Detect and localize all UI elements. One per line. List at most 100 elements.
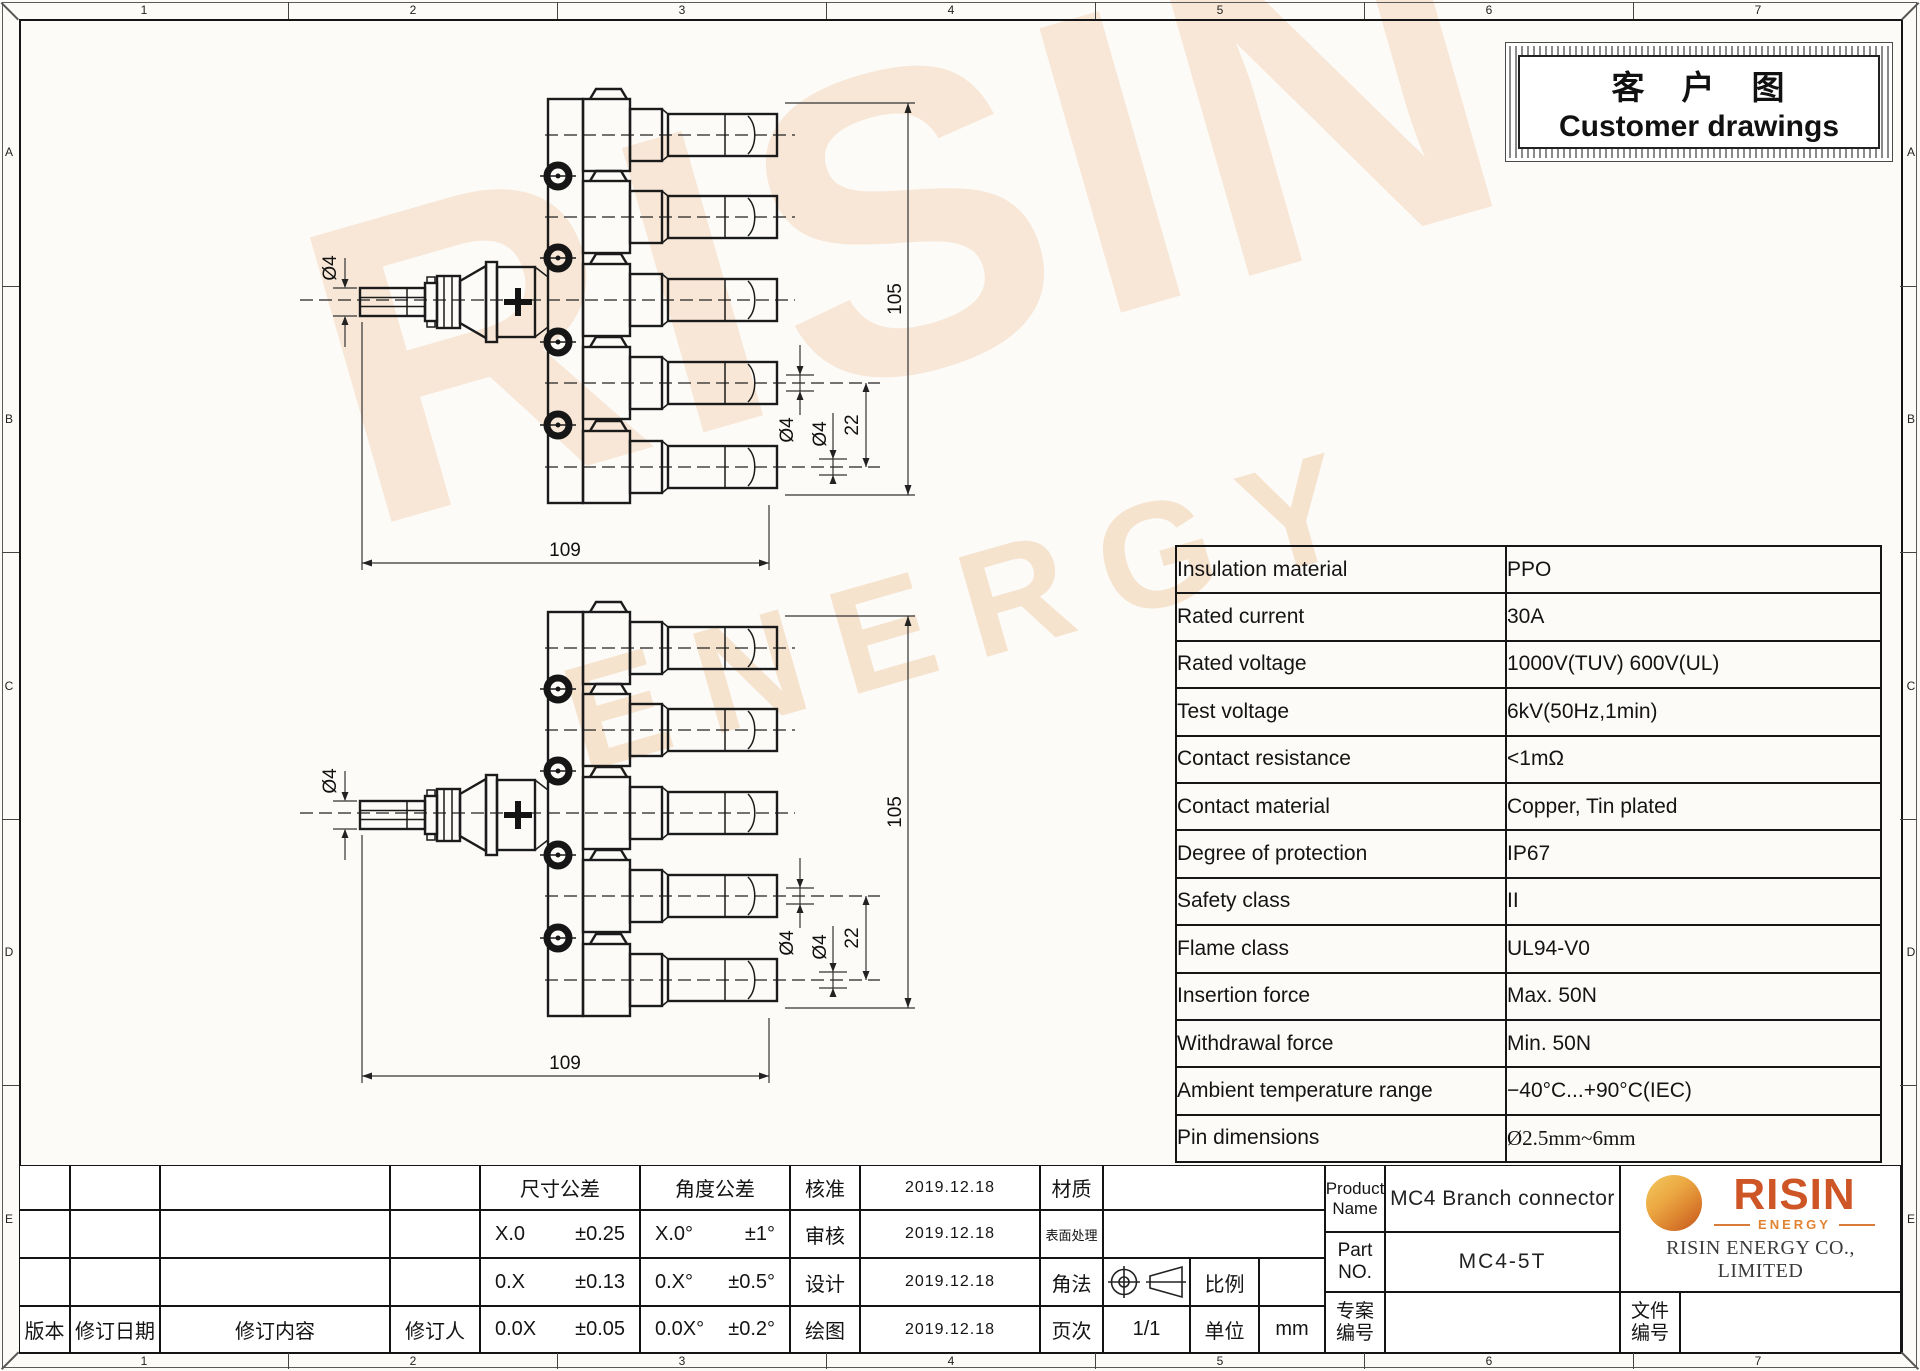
revision-cell: [70, 1210, 160, 1258]
spec-label: Rated current: [1175, 592, 1507, 642]
zone-col-label: 2: [409, 3, 417, 17]
projection-symbol: [1103, 1258, 1190, 1306]
spec-label: Pin dimensions: [1175, 1113, 1507, 1164]
approval-label: 核准: [790, 1165, 860, 1210]
zone-tick: [288, 1352, 289, 1369]
dim-tolerance-row: 0.X±0.13: [480, 1258, 640, 1306]
tol-value: ±0.5°: [728, 1270, 775, 1293]
unit-label: 单位: [1190, 1306, 1259, 1353]
spec-label: Degree of protection: [1175, 829, 1507, 879]
part-no-label: Part NO.: [1325, 1232, 1385, 1292]
zone-col-label: 1: [140, 3, 148, 17]
spec-value: <1mΩ: [1505, 734, 1882, 784]
spec-label: Safety class: [1175, 876, 1507, 927]
zone-tick: [557, 1352, 558, 1369]
logo-risin-text: RISIN: [1733, 1169, 1856, 1219]
dim-tolerance-row: 0.0X±0.05: [480, 1306, 640, 1353]
tol-key: X.0°: [655, 1222, 694, 1245]
zone-tick: [1633, 1352, 1634, 1369]
tol-key: X.0: [495, 1222, 526, 1245]
revision-header-person: 修订人: [390, 1306, 480, 1353]
material-label: 材质: [1040, 1165, 1103, 1210]
tol-key: 0.X°: [655, 1270, 694, 1293]
first-angle-projection-icon: [1107, 1265, 1186, 1299]
zone-col-label: 5: [1216, 3, 1224, 17]
zone-tick: [1364, 2, 1365, 19]
dim-tolerance-row: X.0±0.25: [480, 1210, 640, 1258]
zone-row-label: B: [4, 412, 13, 426]
approval-label: 绘图: [790, 1306, 860, 1353]
revision-header-date: 修订日期: [70, 1306, 160, 1353]
zone-row-label: E: [1906, 1212, 1915, 1226]
spec-label: Ambient temperature range: [1175, 1066, 1507, 1116]
spec-label: Test voltage: [1175, 687, 1507, 737]
spec-label: Flame class: [1175, 924, 1507, 974]
revision-cell: [70, 1258, 160, 1306]
spec-value: 30A: [1505, 592, 1882, 642]
surface-treatment-label: 表面处理: [1040, 1210, 1103, 1258]
zone-tick: [288, 2, 289, 19]
approval-date: 2019.12.18: [860, 1165, 1040, 1210]
zone-tick: [557, 2, 558, 19]
surface-treatment-value: [1103, 1210, 1325, 1258]
zone-col-label: 3: [678, 1354, 686, 1368]
spec-label: Rated voltage: [1175, 639, 1507, 690]
tol-value: ±0.2°: [728, 1318, 775, 1340]
zone-col-label: 7: [1754, 1354, 1762, 1368]
title-box-pattern-border: 客 户 图 Customer drawings: [1509, 46, 1889, 158]
unit-value: mm: [1259, 1306, 1325, 1353]
zone-tick: [1095, 2, 1096, 19]
revision-cell: [19, 1210, 70, 1258]
zone-col-label: 7: [1754, 3, 1762, 17]
spec-value: 6kV(50Hz,1min): [1505, 687, 1882, 737]
spec-label: Insertion force: [1175, 971, 1507, 1021]
project-no-value: [1385, 1292, 1620, 1353]
spec-value: 1000V(TUV) 600V(UL): [1505, 639, 1882, 690]
approval-date: 2019.12.18: [860, 1210, 1040, 1258]
customer-drawings-title-box: 客 户 图 Customer drawings: [1505, 42, 1893, 162]
dim-tolerance-header: 尺寸公差: [480, 1165, 640, 1210]
risin-logo-icon: [1646, 1174, 1703, 1231]
zone-row-label: C: [1906, 679, 1916, 693]
revision-header-version: 版本: [19, 1306, 70, 1353]
table-row: Contact resistance<1mΩ: [1175, 734, 1882, 784]
spec-value: UL94-V0: [1505, 924, 1882, 974]
connector-view-top: [300, 89, 915, 570]
zone-col-label: 6: [1485, 3, 1493, 17]
zone-row-label: C: [4, 679, 14, 693]
logo-rule: [1714, 1223, 1751, 1226]
spec-label: Withdrawal force: [1175, 1018, 1507, 1069]
spec-value: Max. 50N: [1505, 971, 1882, 1021]
scale-label: 比例: [1190, 1258, 1259, 1306]
projection-label: 角法: [1040, 1258, 1103, 1306]
tol-value: ±1°: [744, 1222, 775, 1245]
file-no-label: 文件编号: [1620, 1292, 1680, 1353]
spec-value: PPO: [1505, 544, 1882, 595]
spec-label: Contact material: [1175, 781, 1507, 832]
part-no-value: MC4-5T: [1385, 1232, 1620, 1292]
file-no-value: [1680, 1292, 1901, 1353]
title-chinese: 客 户 图: [1611, 68, 1787, 106]
zone-col-label: 2: [409, 1354, 417, 1368]
zone-tick: [2, 552, 19, 553]
zone-row-label: B: [1906, 412, 1915, 426]
zone-col-label: 1: [140, 1354, 148, 1368]
tol-key: 0.0X°: [655, 1318, 705, 1340]
zone-tick: [1633, 2, 1634, 19]
approval-date: 2019.12.18: [860, 1306, 1040, 1353]
spec-value: Copper, Tin plated: [1505, 781, 1882, 832]
zone-col-label: 4: [947, 3, 955, 17]
revision-header-content: 修订内容: [160, 1306, 390, 1353]
revision-cell: [390, 1258, 480, 1306]
zone-row-label: A: [4, 145, 13, 159]
